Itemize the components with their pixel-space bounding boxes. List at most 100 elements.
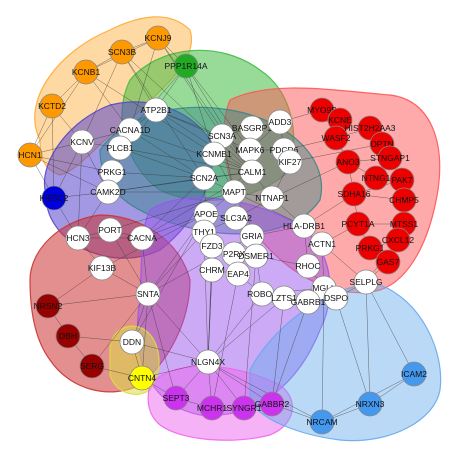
node-gabrb1[interactable]: GABRB1: [291, 289, 326, 315]
node-kcnj9[interactable]: KCNJ9: [145, 25, 172, 51]
node-circle[interactable]: [309, 231, 335, 257]
node-ddn[interactable]: DDN: [119, 329, 145, 355]
node-dsmer1[interactable]: DSMER1: [238, 243, 274, 269]
node-ano3[interactable]: ANO3: [335, 149, 361, 175]
node-stngap1[interactable]: STNGAP1: [370, 145, 410, 171]
node-kif27[interactable]: KIF27: [277, 149, 303, 175]
node-atp2b1[interactable]: ATP2B1: [140, 97, 172, 123]
node-circle[interactable]: [69, 129, 95, 155]
node-gabbr2[interactable]: GABBR2: [255, 391, 290, 417]
node-prkg1b[interactable]: PRKG1: [356, 235, 385, 261]
node-sdha16[interactable]: SDHA16: [337, 181, 371, 207]
node-circle[interactable]: [271, 285, 297, 311]
node-nrsn2[interactable]: NRSN2: [34, 293, 63, 319]
node-circle[interactable]: [291, 213, 317, 239]
node-circle[interactable]: [231, 395, 257, 421]
node-kif5c2[interactable]: KIF5C2: [40, 185, 69, 211]
node-robo1[interactable]: ROBO1: [247, 281, 277, 307]
node-circle[interactable]: [65, 225, 91, 251]
node-circle[interactable]: [95, 179, 121, 205]
node-circle[interactable]: [295, 289, 321, 315]
node-cacna[interactable]: CACNA: [127, 225, 157, 251]
node-circle[interactable]: [353, 269, 379, 295]
node-circle[interactable]: [345, 211, 371, 237]
node-circle[interactable]: [243, 243, 269, 269]
node-kif13b[interactable]: KIF13B: [88, 255, 117, 281]
node-nrcam[interactable]: NRCAM: [306, 409, 338, 435]
node-nlgn4x[interactable]: NLGN4X: [191, 349, 225, 375]
node-wasf2[interactable]: WASF2: [322, 125, 351, 151]
node-circle[interactable]: [41, 185, 67, 211]
node-circle[interactable]: [143, 97, 169, 123]
node-circle[interactable]: [375, 249, 401, 275]
node-circle[interactable]: [323, 285, 349, 311]
node-selplg[interactable]: SELPLG: [349, 269, 383, 295]
node-circle[interactable]: [267, 109, 293, 135]
node-plcb1[interactable]: PLCB1: [107, 135, 134, 161]
node-circle[interactable]: [221, 179, 247, 205]
node-circle[interactable]: [97, 217, 123, 243]
node-circle[interactable]: [401, 361, 427, 387]
node-kcnv[interactable]: KCNV: [69, 129, 95, 155]
node-syngr1[interactable]: SYNGR1: [227, 395, 262, 421]
node-circle[interactable]: [199, 257, 225, 283]
node-circle[interactable]: [223, 205, 249, 231]
node-circle[interactable]: [385, 227, 411, 253]
node-circle[interactable]: [357, 391, 383, 417]
node-circle[interactable]: [363, 165, 389, 191]
node-circle[interactable]: [357, 235, 383, 261]
node-circle[interactable]: [341, 181, 367, 207]
node-circle[interactable]: [295, 253, 321, 279]
node-icam2[interactable]: ICAM2: [401, 361, 427, 387]
node-port[interactable]: PORT: [97, 217, 123, 243]
node-circle[interactable]: [135, 281, 161, 307]
node-circle[interactable]: [79, 353, 105, 379]
node-gas7[interactable]: GAS7: [375, 249, 401, 275]
node-eap4[interactable]: EAP4: [225, 261, 251, 287]
node-circle[interactable]: [145, 25, 171, 51]
node-sept3[interactable]: SEPT3: [163, 385, 190, 411]
node-hla-drb1[interactable]: HLA-DRB1: [283, 213, 325, 239]
node-circle[interactable]: [163, 385, 189, 411]
node-slc3a2[interactable]: SLC3A2: [220, 205, 252, 231]
node-scn3b[interactable]: SCN3B: [108, 39, 137, 65]
node-circle[interactable]: [201, 141, 227, 167]
node-rhoc[interactable]: RHOC: [295, 253, 321, 279]
node-circle[interactable]: [323, 125, 349, 151]
node-kcnb1[interactable]: KCNB1: [72, 59, 101, 85]
node-circle[interactable]: [35, 293, 61, 319]
node-kcnmb1[interactable]: KCNMB1: [196, 141, 232, 167]
node-fzd3[interactable]: FZD3: [199, 233, 225, 259]
node-circle[interactable]: [73, 59, 99, 85]
node-circle[interactable]: [277, 149, 303, 175]
node-hcn1[interactable]: HCN1: [17, 142, 43, 168]
node-circle[interactable]: [89, 255, 115, 281]
node-circle[interactable]: [309, 409, 335, 435]
node-dspo[interactable]: DSPO: [323, 285, 349, 311]
node-ppp1r14a[interactable]: PPP1R14A: [165, 53, 208, 79]
node-ntnap1[interactable]: NTNAP1: [255, 185, 289, 211]
node-snta[interactable]: SNTA: [135, 281, 161, 307]
node-actn1[interactable]: ACTN1: [308, 231, 336, 257]
node-circle[interactable]: [259, 391, 285, 417]
node-circle[interactable]: [173, 53, 199, 79]
node-pak7[interactable]: PAK7: [389, 167, 415, 193]
node-mapt[interactable]: MAPT: [221, 179, 247, 205]
node-circle[interactable]: [129, 225, 155, 251]
node-circle[interactable]: [225, 261, 251, 287]
node-circle[interactable]: [259, 185, 285, 211]
node-circle[interactable]: [199, 395, 225, 421]
node-kctd2[interactable]: KCTD2: [38, 93, 66, 119]
node-circle[interactable]: [119, 329, 145, 355]
node-cxcl12[interactable]: CXCL12: [382, 227, 414, 253]
node-circle[interactable]: [55, 323, 81, 349]
node-circle[interactable]: [109, 39, 135, 65]
node-chrm[interactable]: CHRM: [199, 257, 225, 283]
node-mchr1[interactable]: MCHR1: [197, 395, 227, 421]
node-circle[interactable]: [107, 135, 133, 161]
node-circle[interactable]: [17, 142, 43, 168]
node-calm1[interactable]: CALM1: [238, 159, 267, 185]
node-ntng1[interactable]: NTNG1: [362, 165, 391, 191]
node-circle[interactable]: [335, 149, 361, 175]
node-pcyt1a[interactable]: PCYT1A: [341, 211, 375, 237]
